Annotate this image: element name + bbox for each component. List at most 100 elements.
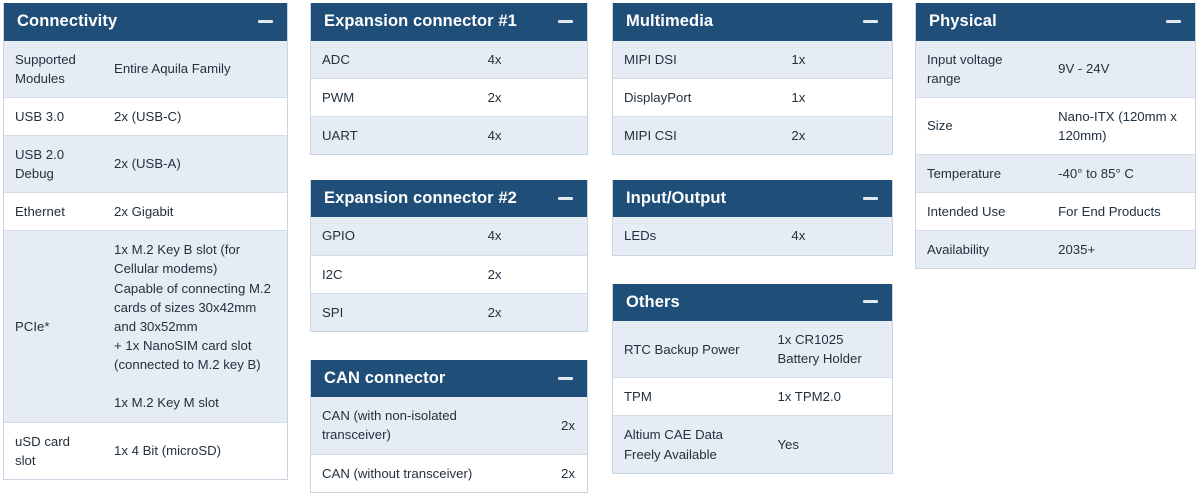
row-label: PWM xyxy=(322,89,355,105)
row-value: Nano-ITX (120mm x 120mm) xyxy=(1058,108,1177,143)
row-label: Altium CAE Data Freely Available xyxy=(624,427,723,462)
row-label: USB 2.0 Debug xyxy=(15,146,65,182)
row-label: Intended Use xyxy=(927,204,1006,220)
row-label: Availability xyxy=(927,242,990,258)
row-label: CAN (with non-isolated transceiver) xyxy=(322,408,457,443)
row-label: UART xyxy=(322,127,358,143)
minus-icon[interactable] xyxy=(258,19,273,23)
card-title: Others xyxy=(626,292,680,311)
card-header-physical[interactable]: Physical xyxy=(916,3,1195,41)
row-label: CAN (without transceiver) xyxy=(322,465,473,481)
row-label: RTC Backup Power xyxy=(624,341,740,357)
card-gap xyxy=(310,155,588,180)
table-row: PCIe* 1x M.2 Key B slot (for Cellular mod… xyxy=(4,231,287,423)
table-row: CAN (without transceiver) 2x xyxy=(311,454,587,492)
card-header-others[interactable]: Others xyxy=(613,283,892,322)
card-header-expansion-connector-2[interactable]: Expansion connector #2 xyxy=(311,179,587,218)
row-value: 2035+ xyxy=(1058,242,1096,258)
table-row: USB 2.0 Debug 2x (USB-A) xyxy=(4,135,287,194)
card-gap xyxy=(310,332,588,360)
table-row: MIPI DSI 1x xyxy=(613,40,892,79)
table-row: PWM 2x xyxy=(311,78,587,117)
minus-icon[interactable] xyxy=(558,19,573,23)
card-title: Physical xyxy=(929,12,997,30)
card-title: Connectivity xyxy=(17,12,118,30)
row-value: 1x xyxy=(791,51,806,67)
minus-icon[interactable] xyxy=(558,196,573,200)
card-title: Multimedia xyxy=(626,12,714,30)
row-value: 2x (USB-C) xyxy=(114,108,182,124)
minus-icon[interactable] xyxy=(863,300,878,304)
row-value: 1x M.2 Key B slot (for Cellular modems) … xyxy=(114,242,271,411)
table-row: Ethernet 2x Gigabit xyxy=(4,193,287,232)
card-gap xyxy=(612,155,893,180)
minus-icon[interactable] xyxy=(863,19,878,23)
row-value: 2x Gigabit xyxy=(114,204,174,220)
card-header-input-output[interactable]: Input/Output xyxy=(613,179,892,218)
row-value: 2x xyxy=(561,417,575,433)
row-value: Yes xyxy=(777,437,799,453)
card-header-multimedia[interactable]: Multimedia xyxy=(613,3,892,41)
row-value: 2x xyxy=(561,465,575,481)
card-title: CAN connector xyxy=(324,368,446,387)
card-title: Expansion connector #2 xyxy=(324,188,517,207)
table-row: Input voltage range 9V - 24V xyxy=(916,40,1195,98)
card-header-expansion-connector-1[interactable]: Expansion connector #1 xyxy=(311,3,587,41)
row-value: -40° to 85° C xyxy=(1058,166,1134,182)
row-value: For End Products xyxy=(1058,204,1161,220)
row-label: ADC xyxy=(322,51,350,67)
row-value: 4x xyxy=(487,228,502,244)
row-label: MIPI DSI xyxy=(624,51,677,67)
row-value: 2x xyxy=(487,89,502,105)
table-row: CAN (with non-isolated transceiver) 2x xyxy=(311,397,587,455)
row-value: 4x xyxy=(791,228,806,244)
row-label: GPIO xyxy=(322,228,355,244)
minus-icon[interactable] xyxy=(863,196,878,200)
card-header-connectivity[interactable]: Connectivity xyxy=(4,3,287,41)
table-row: I2C 2x xyxy=(311,255,587,294)
row-label: USB 3.0 xyxy=(15,108,65,124)
card-title: Expansion connector #1 xyxy=(324,12,517,30)
row-label: I2C xyxy=(322,266,343,282)
minus-icon[interactable] xyxy=(1166,19,1181,23)
card-header-can-connector[interactable]: CAN connector xyxy=(311,359,587,398)
card-title: Input/Output xyxy=(626,188,727,207)
row-value: Entire Aquila Family xyxy=(114,61,231,77)
card-gap xyxy=(612,256,893,284)
table-row: ADC 4x xyxy=(311,40,587,79)
minus-icon[interactable] xyxy=(558,376,573,380)
row-value: 2x xyxy=(791,127,806,143)
row-value: 2x (USB-A) xyxy=(114,156,181,172)
row-label: PCIe* xyxy=(15,318,50,334)
row-value: 9V - 24V xyxy=(1058,61,1110,77)
row-label: Size xyxy=(927,118,953,134)
table-row: UART 4x xyxy=(311,116,587,154)
row-label: Ethernet xyxy=(15,204,65,220)
row-value: 4x xyxy=(487,51,502,67)
row-label: Input voltage range xyxy=(927,51,1003,86)
row-value: 2x xyxy=(487,266,502,282)
row-value: 4x xyxy=(487,127,502,143)
table-row: Size Nano-ITX (120mm x 120mm) xyxy=(916,97,1195,156)
